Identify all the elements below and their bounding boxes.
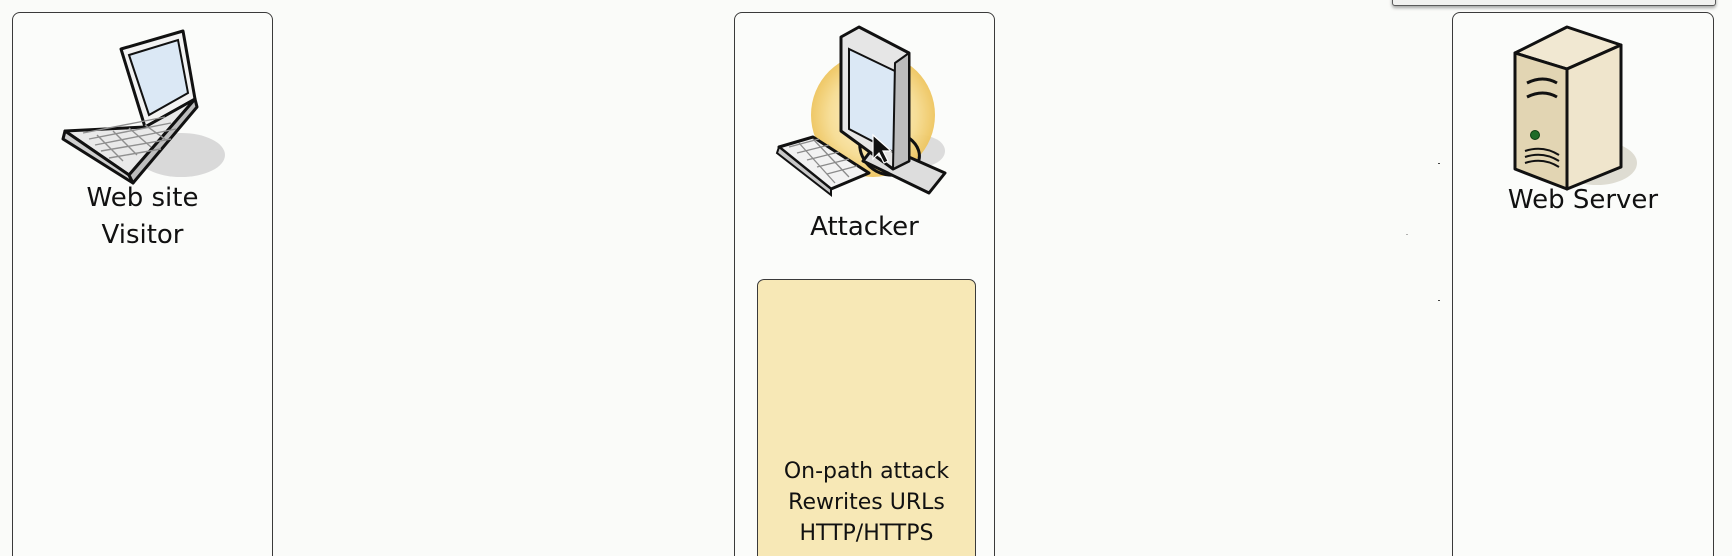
- window-edge: [1392, 0, 1716, 6]
- attacker-note-text: On-path attack Rewrites URLs HTTP/HTTPS: [758, 456, 975, 549]
- note-line-1: On-path attack: [783, 459, 950, 484]
- actor-label-visitor: Web site Visitor: [13, 180, 272, 254]
- attacker-note: On-path attack Rewrites URLs HTTP/HTTPS: [757, 279, 976, 556]
- actor-label-visitor-line2: Visitor: [101, 220, 184, 250]
- desktop-computer-icon: [775, 25, 947, 198]
- note-line-2: Rewrites URLs: [788, 490, 945, 515]
- actor-label-server: Web Server: [1507, 185, 1659, 215]
- note-line-3: HTTP/HTTPS: [799, 521, 934, 546]
- artifact-dot: [1438, 300, 1440, 301]
- artifact-dot: [1406, 234, 1408, 235]
- actor-label-visitor-line1: Web site: [86, 183, 199, 213]
- lane-web-server: Web Server: [1452, 12, 1714, 556]
- lane-web-site-visitor: Web site Visitor: [12, 12, 273, 556]
- server-tower-icon: [1513, 25, 1637, 191]
- actor-label-attacker: Attacker: [810, 212, 919, 242]
- laptop-icon: [61, 29, 225, 185]
- artifact-dot: [1438, 163, 1440, 164]
